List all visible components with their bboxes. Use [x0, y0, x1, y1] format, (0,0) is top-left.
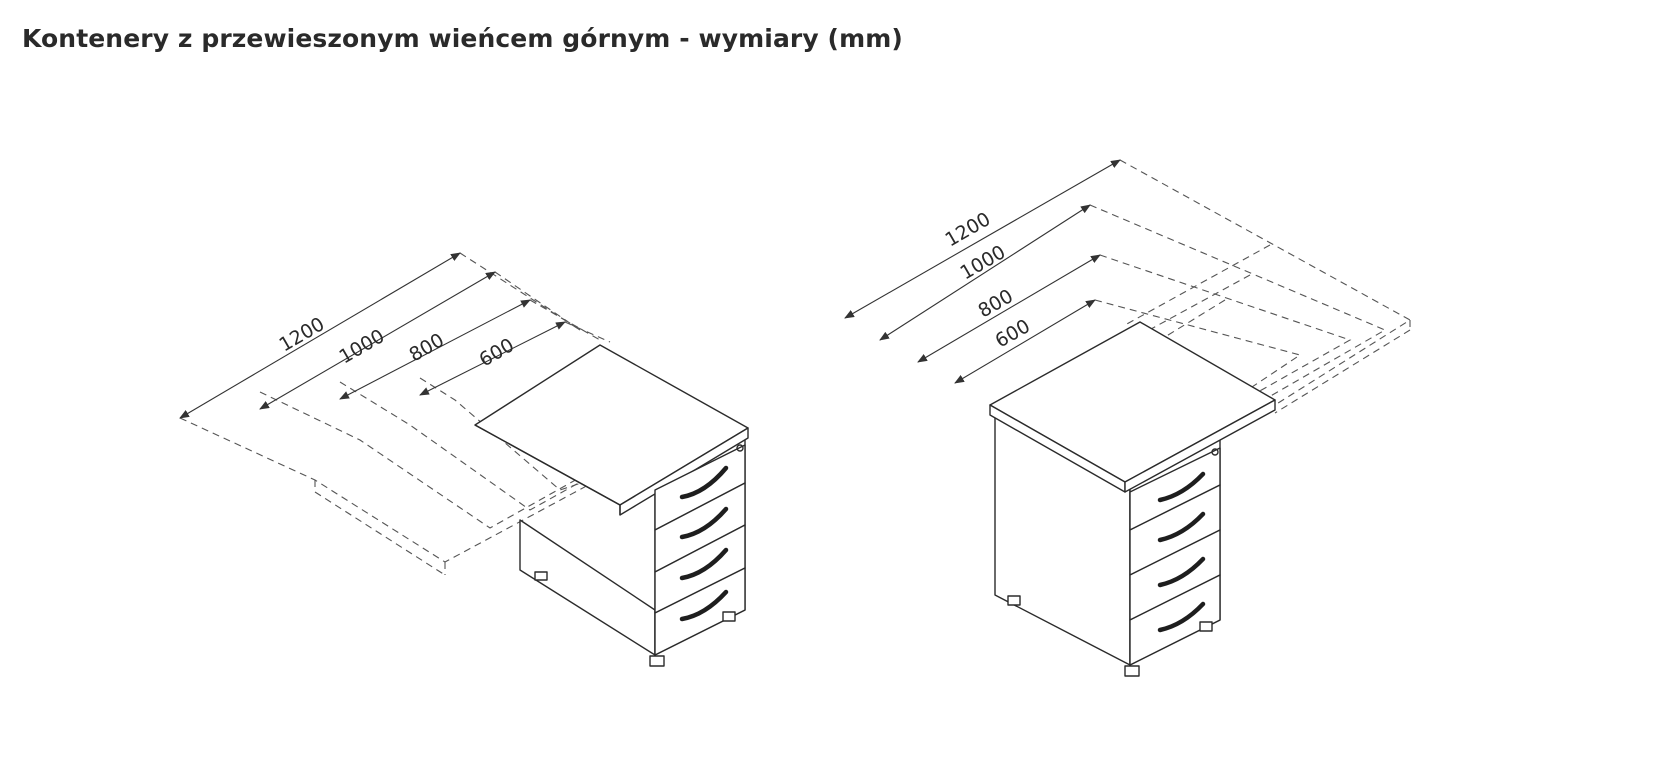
left-dim-800: 800: [406, 329, 448, 366]
left-dim-600: 600: [476, 334, 518, 371]
left-dim-1000: 1000: [336, 325, 389, 368]
left-cabinet: [474, 344, 749, 667]
right-dim-600: 600: [992, 315, 1034, 352]
drawer-handle-icon: [679, 547, 729, 581]
lock-icon: [736, 444, 744, 452]
right-diagram: 1200 1000 800 600: [844, 159, 1412, 677]
right-cabinet: [989, 321, 1276, 677]
caster-foot: [534, 571, 548, 581]
drawer-handle-icon: [679, 506, 729, 540]
right-extension-outlines: [1089, 159, 1412, 414]
caster-foot: [1199, 621, 1213, 632]
caster-foot: [649, 655, 665, 667]
right-dim-1000: 1000: [957, 241, 1010, 284]
drawer-handle-icon: [679, 589, 729, 622]
left-dimension-lines: [179, 252, 566, 419]
drawer-handle-icon: [1157, 511, 1206, 543]
left-diagram: 1200 1000 800 600: [179, 252, 749, 667]
drawer-handle-icon: [1157, 471, 1206, 503]
page-title: Kontenery z przewieszonym wieńcem górnym…: [22, 24, 903, 53]
drawer-handle-icon: [679, 465, 729, 500]
drawer-handle-icon: [1157, 556, 1206, 588]
caster-foot: [722, 611, 736, 622]
lock-icon: [1211, 448, 1219, 456]
right-dim-1200: 1200: [942, 208, 995, 251]
right-dimension-lines: [844, 159, 1121, 384]
caster-foot: [1007, 595, 1021, 606]
caster-foot: [1124, 665, 1140, 677]
left-dim-1200: 1200: [276, 313, 329, 356]
drawer-handle-icon: [1157, 601, 1206, 633]
